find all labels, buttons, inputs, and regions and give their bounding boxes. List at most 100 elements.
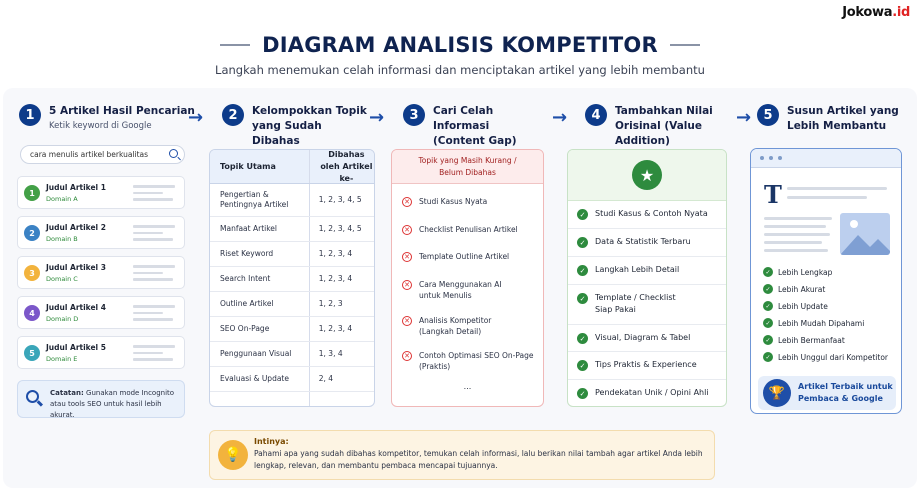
topic-cell: Evaluasi & Update <box>210 367 310 391</box>
benefit-item: ✓Lebih Mudah Dipahami <box>763 318 864 328</box>
search-result[interactable]: 1 Judul Artikel 1 Domain A <box>17 176 185 209</box>
step-5-header: 5 Susun Artikel yang Lebih Membantu <box>757 104 917 134</box>
search-input[interactable]: cara menulis artikel berkualitas <box>20 145 185 164</box>
result-domain: Domain A <box>46 195 78 203</box>
topic-cell: Search Intent <box>210 267 310 291</box>
result-domain: Domain D <box>46 315 79 323</box>
star-icon: ★ <box>632 160 662 190</box>
search-result[interactable]: 2 Judul Artikel 2 Domain B <box>17 216 185 249</box>
articles-cell: 1, 2, 3, 4 <box>318 324 353 333</box>
gap-item: ✕Cara Menggunakan AI untuk Menulis <box>392 279 543 315</box>
result-text-lines <box>133 345 175 365</box>
gap-item-label: Cara Menggunakan AI untuk Menulis <box>419 280 502 300</box>
benefit-item: ✓Lebih Akurat <box>763 284 825 294</box>
check-icon: ✓ <box>577 388 588 399</box>
topic-cell: Manfaat Artikel <box>210 217 310 241</box>
gap-item-label: Checklist Penulisan Artikel <box>419 225 518 234</box>
note-text: Catatan: Gunakan mode Incognito atau too… <box>50 388 182 421</box>
magnifier-icon <box>26 390 39 403</box>
result-number: 5 <box>24 345 40 361</box>
benefit-item: ✓Lebih Lengkap <box>763 267 832 277</box>
brand-suffix: .id <box>892 5 910 20</box>
image-placeholder-icon <box>840 213 890 255</box>
benefit-item: ✓Lebih Bermanfaat <box>763 335 845 345</box>
topic-cell: Riset Keyword <box>210 242 310 266</box>
topics-table-header: Topik Utama Dibahas oleh Artikel ke- <box>210 150 374 184</box>
title-rule-left <box>220 44 251 46</box>
gap-item: ✕Contoh Optimasi SEO On-Page (Praktis) <box>392 350 543 382</box>
gap-item-label: Template Outline Artikel <box>419 252 510 261</box>
search-result[interactable]: 3 Judul Artikel 3 Domain C <box>17 256 185 289</box>
value-item: ✓Visual, Diagram & Tabel <box>568 325 726 352</box>
topics-table: Topik Utama Dibahas oleh Artikel ke- Pen… <box>209 149 375 407</box>
check-icon: ✓ <box>577 237 588 248</box>
x-circle-icon: ✕ <box>402 252 412 262</box>
result-text-lines <box>133 185 175 205</box>
articles-cell: 2, 4 <box>318 374 334 383</box>
best-article-text: Artikel Terbaik untuk Pembaca & Google <box>798 382 893 403</box>
page-subtitle: Langkah menemukan celah informasi dan me… <box>215 63 705 77</box>
step-4-number: 4 <box>585 104 607 126</box>
gap-header: Topik yang Masih Kurang / Belum Dibahas <box>392 150 543 184</box>
value-item-label: Tips Praktis & Experience <box>595 360 697 369</box>
check-icon: ✓ <box>763 267 773 277</box>
step-3-header: 3 Cari Celah Informasi (Content Gap) <box>403 104 543 149</box>
result-number: 3 <box>24 265 40 281</box>
step-1-subtitle: Ketik keyword di Google <box>49 121 152 131</box>
search-query: cara menulis artikel berkualitas <box>30 150 149 159</box>
table-row: Evaluasi & Update 2, 4 <box>210 367 374 392</box>
table-row: Manfaat Artikel 1, 2, 3, 4, 5 <box>210 217 374 242</box>
text-icon: T <box>764 180 782 209</box>
result-domain: Domain E <box>46 355 78 363</box>
value-item: ✓Studi Kasus & Contoh Nyata <box>568 201 726 229</box>
step-3-title: Cari Celah Informasi (Content Gap) <box>433 105 517 147</box>
article-card: T ✓Lebih Lengkap ✓Lebih Akurat ✓ Lebih Up… <box>750 148 902 414</box>
value-addition-card: ★ ✓Studi Kasus & Contoh Nyata ✓Data & St… <box>567 149 727 407</box>
result-domain: Domain C <box>46 275 78 283</box>
content-gap-card: Topik yang Masih Kurang / Belum Dibahas … <box>391 149 544 407</box>
result-number: 2 <box>24 225 40 241</box>
topic-cell: Penggunaan Visual <box>210 342 310 366</box>
articles-cell: 1, 2, 3, 4, 5 <box>318 224 362 233</box>
step-1-number: 1 <box>19 104 41 126</box>
result-title: Judul Artikel 2 <box>46 223 106 232</box>
note-label: Catatan: <box>50 389 84 397</box>
x-circle-icon: ✕ <box>402 316 412 326</box>
best-article-badge: 🏆 Artikel Terbaik untuk Pembaca & Google <box>758 376 896 410</box>
articles-cell: 1, 2, 3, 4 <box>318 274 353 283</box>
search-result[interactable]: 4 Judul Artikel 4 Domain D <box>17 296 185 329</box>
trophy-icon: 🏆 <box>763 379 791 407</box>
gap-more: ... <box>463 382 472 391</box>
browser-dot <box>760 156 764 160</box>
gap-item: ✕ Analisis Kompetitor (Langkah Detail) <box>392 315 543 350</box>
covered-by-header: Dibahas oleh Artikel ke- <box>320 149 373 183</box>
lightbulb-icon: 💡 <box>218 440 248 470</box>
check-icon: ✓ <box>763 352 773 362</box>
table-row: Penggunaan Visual 1, 3, 4 <box>210 342 374 367</box>
table-row: Search Intent 1, 2, 3, 4 <box>210 267 374 292</box>
search-result[interactable]: 5 Judul Artikel 5 Domain E <box>17 336 185 369</box>
step-4-header: 4 Tambahkan Nilai Orisinal (Value Additi… <box>585 104 743 149</box>
check-icon: ✓ <box>577 265 588 276</box>
step-4-title: Tambahkan Nilai Orisinal (Value Addition… <box>615 105 713 147</box>
check-icon: ✓ <box>577 360 588 371</box>
value-item: ✓Data & Statistik Terbaru <box>568 229 726 257</box>
benefit-label: Lebih Update <box>778 301 828 311</box>
gap-item-label: Analisis Kompetitor (Langkah Detail) <box>419 316 492 336</box>
result-text-lines <box>133 305 175 325</box>
arrow-3-icon: → <box>552 107 568 128</box>
value-item-label: Studi Kasus & Contoh Nyata <box>595 209 708 218</box>
articles-cell: 1, 3, 4 <box>318 349 343 358</box>
x-circle-icon: ✕ <box>402 351 412 361</box>
step-1-title: 5 Artikel Hasil Pencarian <box>49 105 195 117</box>
result-text-lines <box>133 265 175 285</box>
value-item-label: Pendekatan Unik / Opini Ahli <box>595 388 709 397</box>
value-item: ✓Template / Checklist Siap Pakai <box>568 285 726 325</box>
gap-list: ✕ Studi Kasus Nyata ✕ Checklist Penulisan … <box>392 184 543 391</box>
search-icon[interactable] <box>169 149 178 158</box>
gap-item-label: Studi Kasus Nyata <box>419 197 488 206</box>
result-number: 1 <box>24 185 40 201</box>
articles-cell: ... <box>338 399 346 407</box>
check-icon: ✓ <box>577 293 588 304</box>
